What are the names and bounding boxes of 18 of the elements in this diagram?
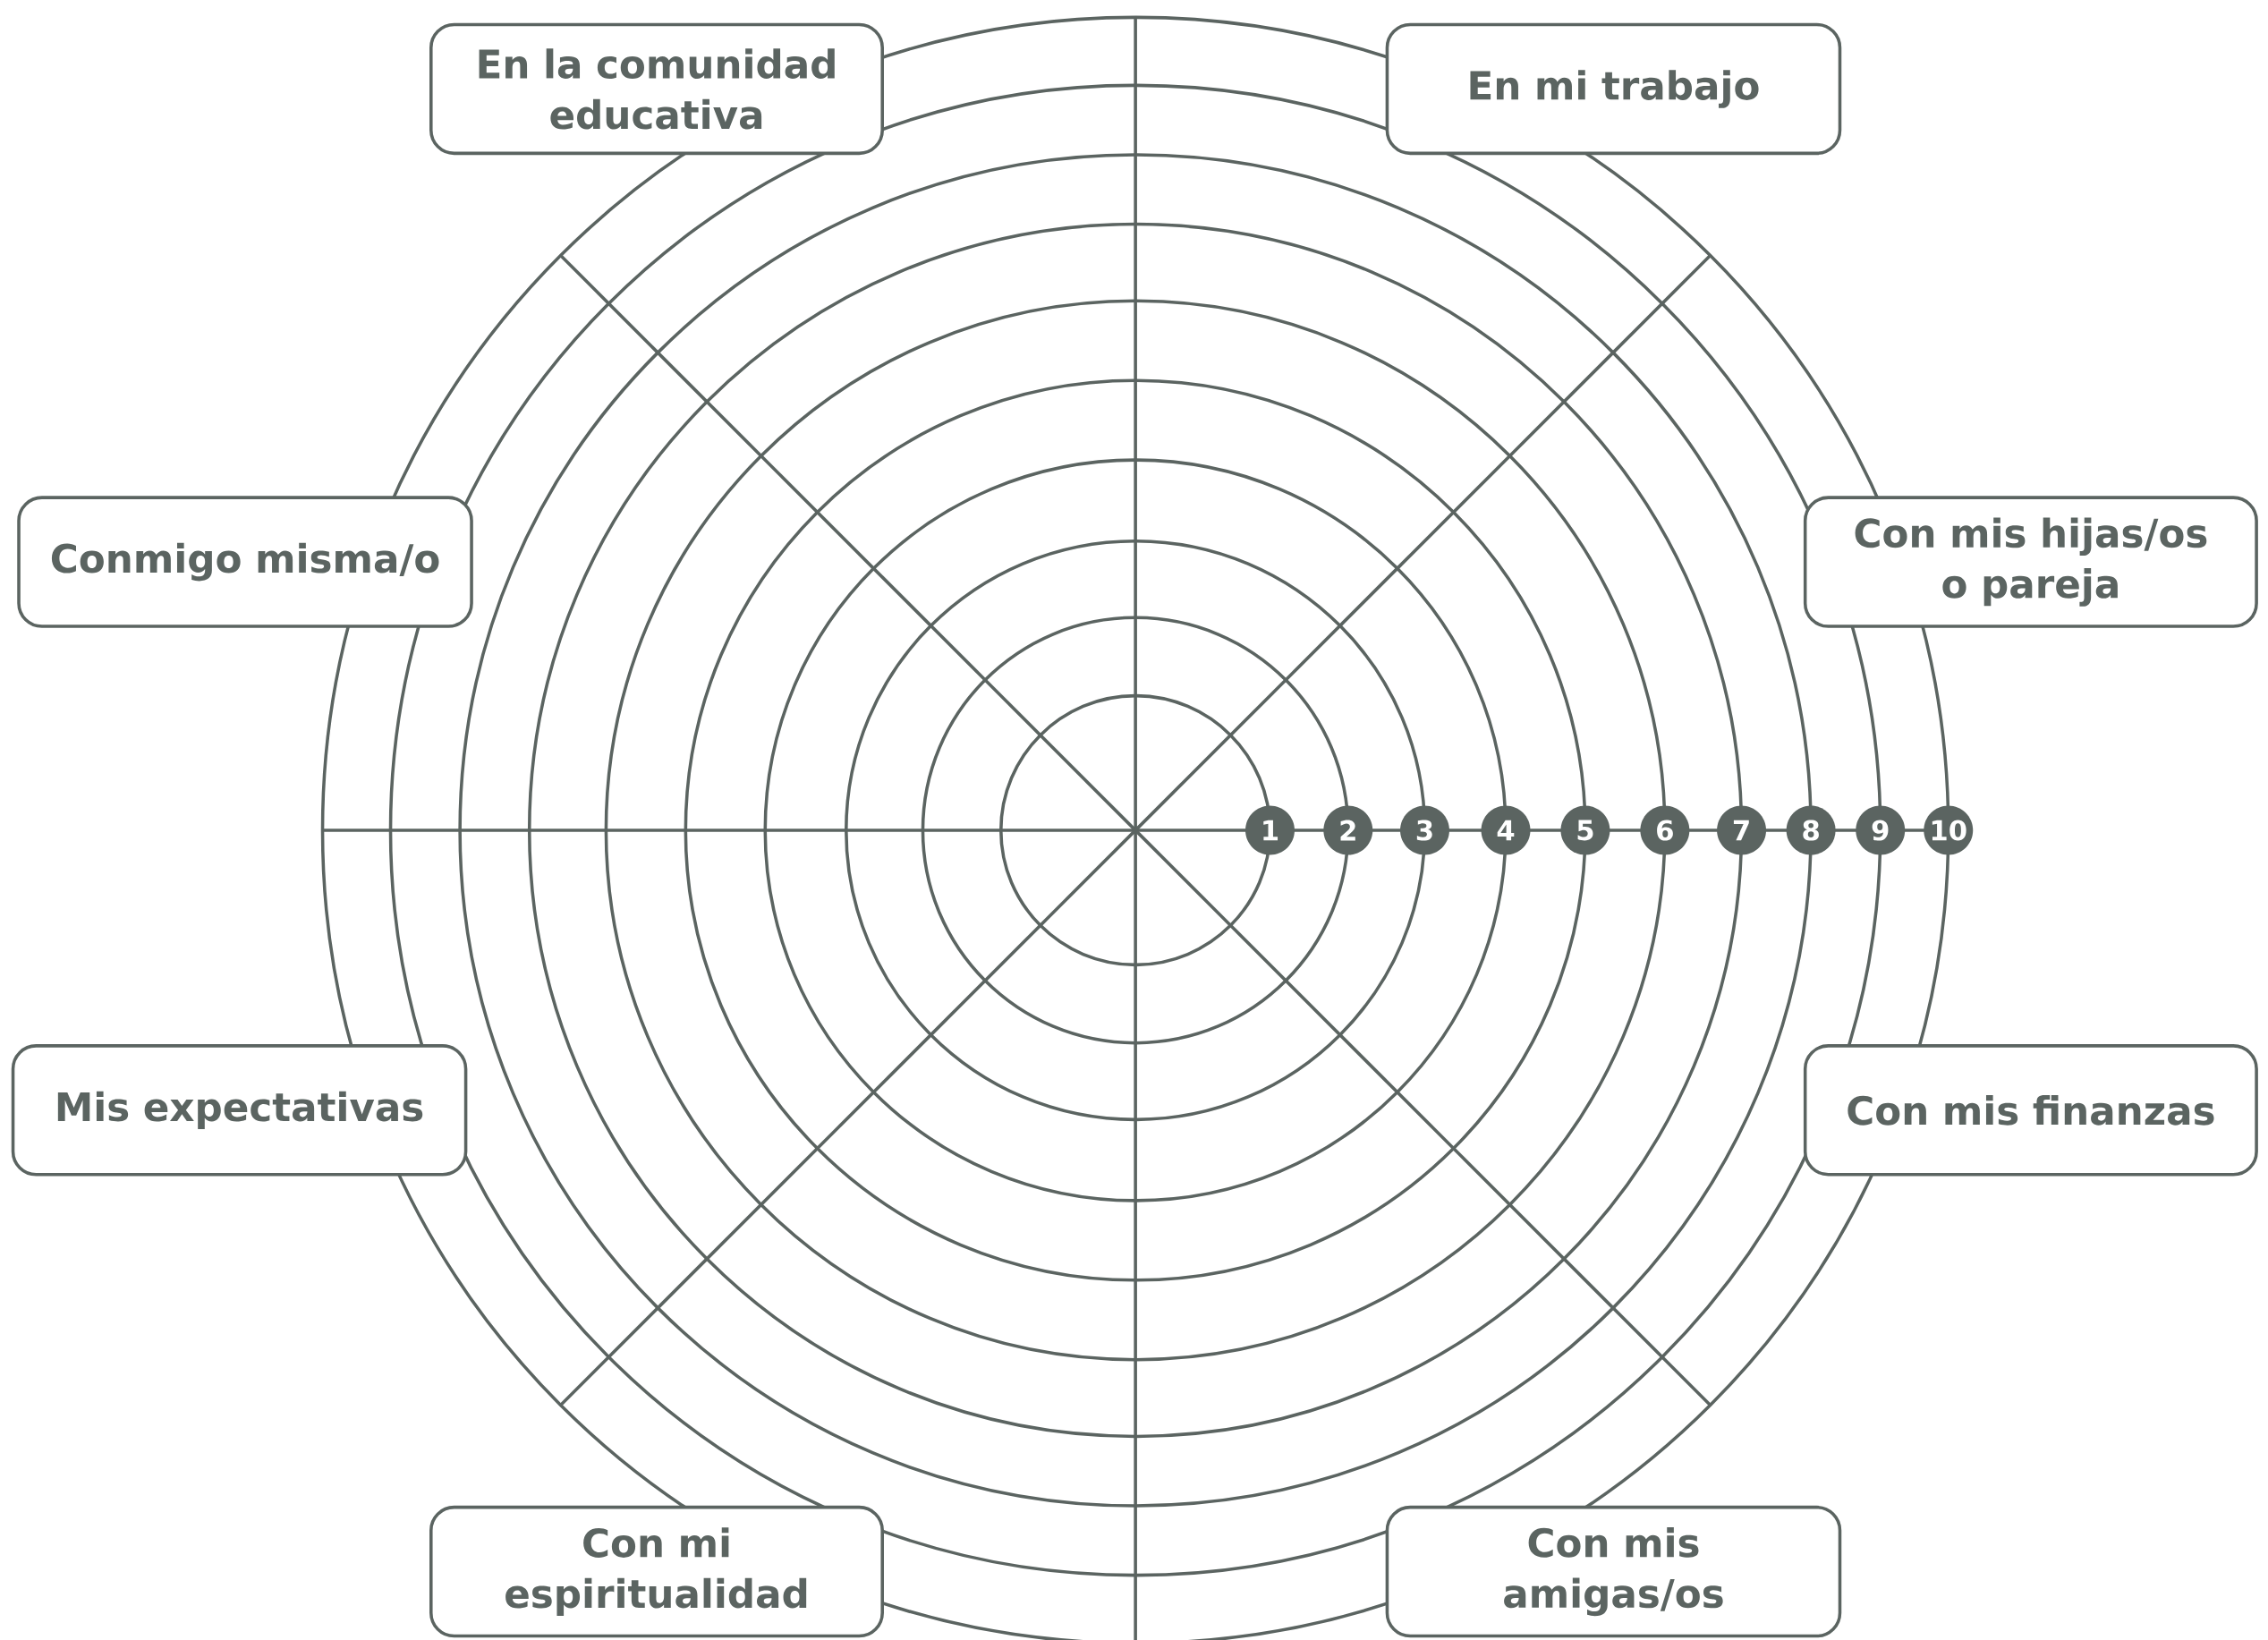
label-box: Mis expectativas	[11, 1043, 468, 1177]
scale-number: 2	[1323, 805, 1373, 855]
scale-number: 7	[1717, 805, 1767, 855]
scale-number: 3	[1400, 805, 1449, 855]
scale-number: 4	[1481, 805, 1531, 855]
label-box: Con mis finanzas	[1803, 1043, 2258, 1177]
label-box: En la comunidad educativa	[429, 22, 884, 155]
label-box: Conmigo misma/o	[17, 496, 473, 628]
scale-number: 9	[1856, 805, 1906, 855]
scale-number: 10	[1924, 805, 1974, 855]
scale-number: 6	[1640, 805, 1690, 855]
label-box: Con mis amigas/os	[1385, 1505, 1842, 1638]
label-box: Con mi espiritualidad	[429, 1505, 884, 1638]
scale-number: 5	[1560, 805, 1610, 855]
label-box: En mi trabajo	[1385, 22, 1842, 155]
scale-number: 1	[1245, 805, 1295, 855]
label-box: Con mis hijas/os o pareja	[1803, 496, 2258, 628]
scale-number: 8	[1786, 805, 1836, 855]
